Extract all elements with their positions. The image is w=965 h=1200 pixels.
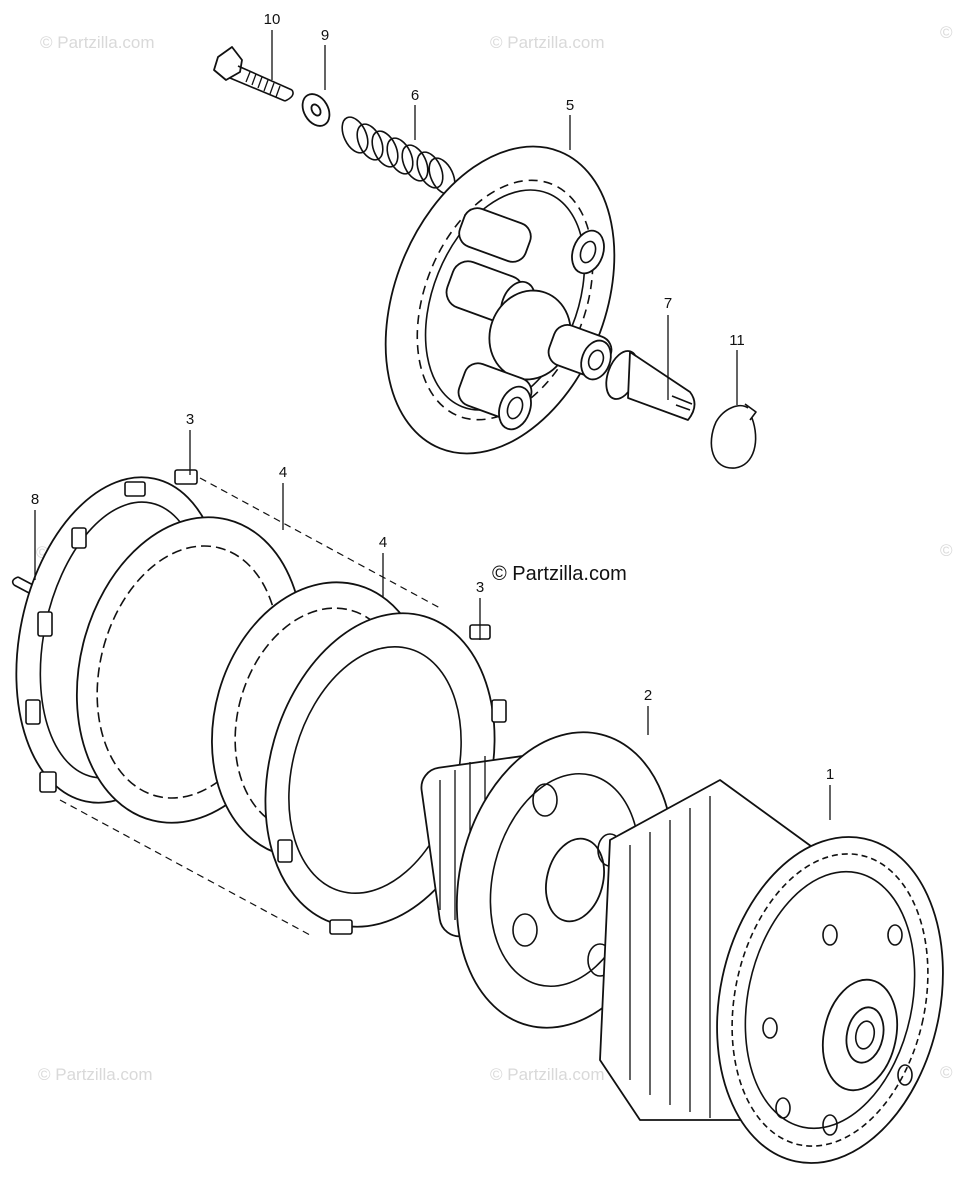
stack-guides [59, 477, 441, 936]
callout-3-front: 3 [476, 579, 484, 596]
callout-4-back: 4 [279, 464, 287, 481]
callout-4-front: 4 [379, 534, 387, 551]
watermark-bottom-center: © Partzilla.com [490, 1065, 605, 1084]
callout-1: 1 [826, 766, 834, 783]
part-9-washer [301, 93, 331, 127]
leader-lines [34, 30, 831, 820]
callout-9: 9 [321, 27, 329, 44]
callout-7: 7 [664, 295, 672, 312]
watermark-bottom-left: © Partzilla.com [38, 1065, 153, 1084]
part-11-circlip [710, 403, 757, 469]
part-7-pushrod [605, 350, 696, 421]
callout-labels: 10 9 6 5 7 11 3 4 8 4 3 2 1 [31, 11, 834, 783]
callout-3-back: 3 [186, 411, 194, 428]
watermark-top-right: © [940, 23, 953, 42]
watermark-top-center: © Partzilla.com [490, 33, 605, 52]
part-1-clutch-outer [599, 779, 944, 1164]
part-10-bolt [213, 46, 294, 102]
watermark-bottom-right: © [940, 1063, 953, 1082]
watermark-mid-right: © [940, 541, 953, 560]
watermark-top-left: © Partzilla.com [40, 33, 155, 52]
callout-5: 5 [566, 97, 574, 114]
callout-8: 8 [31, 491, 39, 508]
part-5-pressure-plate [384, 145, 616, 455]
part-6-spring [341, 116, 456, 195]
callout-10: 10 [264, 11, 281, 28]
callout-11: 11 [729, 332, 745, 349]
callout-2: 2 [644, 687, 652, 704]
watermark-main: © Partzilla.com [492, 563, 627, 585]
callout-6: 6 [411, 87, 419, 104]
